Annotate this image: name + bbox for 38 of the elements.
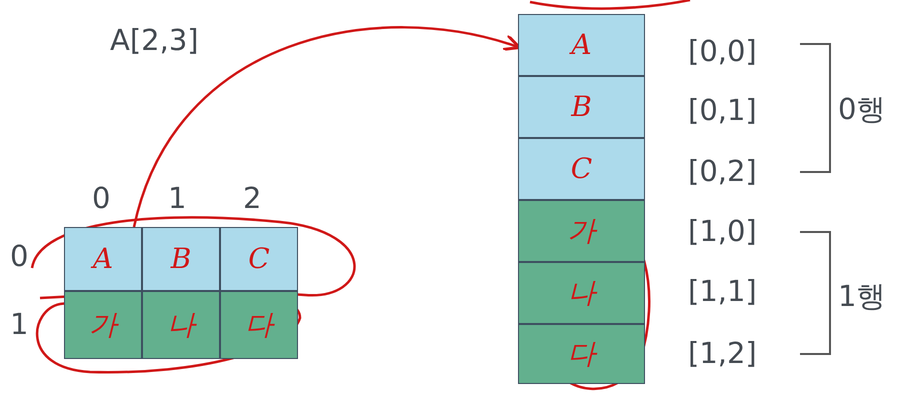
handwritten-letter: 나 [568,275,596,311]
index-label: 1 [10,306,28,342]
array-cell [142,227,220,291]
index-label: 0 [10,238,28,274]
handwritten-letter: A [92,241,114,277]
index-label: [1,2] [688,335,757,371]
index-label: A[2,3] [110,22,199,58]
index-label: 0행 [838,91,886,127]
index-label: [0,2] [688,153,757,189]
index-label: [0,0] [688,33,757,69]
handwritten-letter: 다 [245,307,273,343]
handwritten-letter: C [570,151,592,187]
index-label: [1,0] [688,213,757,249]
array-cell [518,200,645,262]
array-cell [220,227,298,291]
handwritten-letter: 가 [568,213,596,249]
array-cell [518,262,645,324]
array-cell [518,14,645,76]
array-cell [64,291,142,359]
handwritten-letter: B [571,89,592,125]
index-label: [1,1] [688,273,757,309]
index-label: 0 [92,180,110,216]
handwritten-letter: C [248,241,270,277]
handwritten-letter: A [571,27,592,63]
index-label: 2 [243,180,262,216]
index-label: [0,1] [688,92,757,128]
handwritten-letter: 나 [167,307,195,343]
array-cell [518,138,645,200]
array-cell [518,324,645,384]
handwritten-letter: 가 [89,307,117,343]
array-cell [64,227,142,291]
index-label: 1행 [838,278,886,314]
handwritten-letter: 다 [568,336,596,372]
array-cell [220,291,298,359]
index-label: 1 [168,180,186,216]
array-cell [142,291,220,359]
array-cell [518,76,645,138]
handwritten-letter: B [170,241,192,277]
